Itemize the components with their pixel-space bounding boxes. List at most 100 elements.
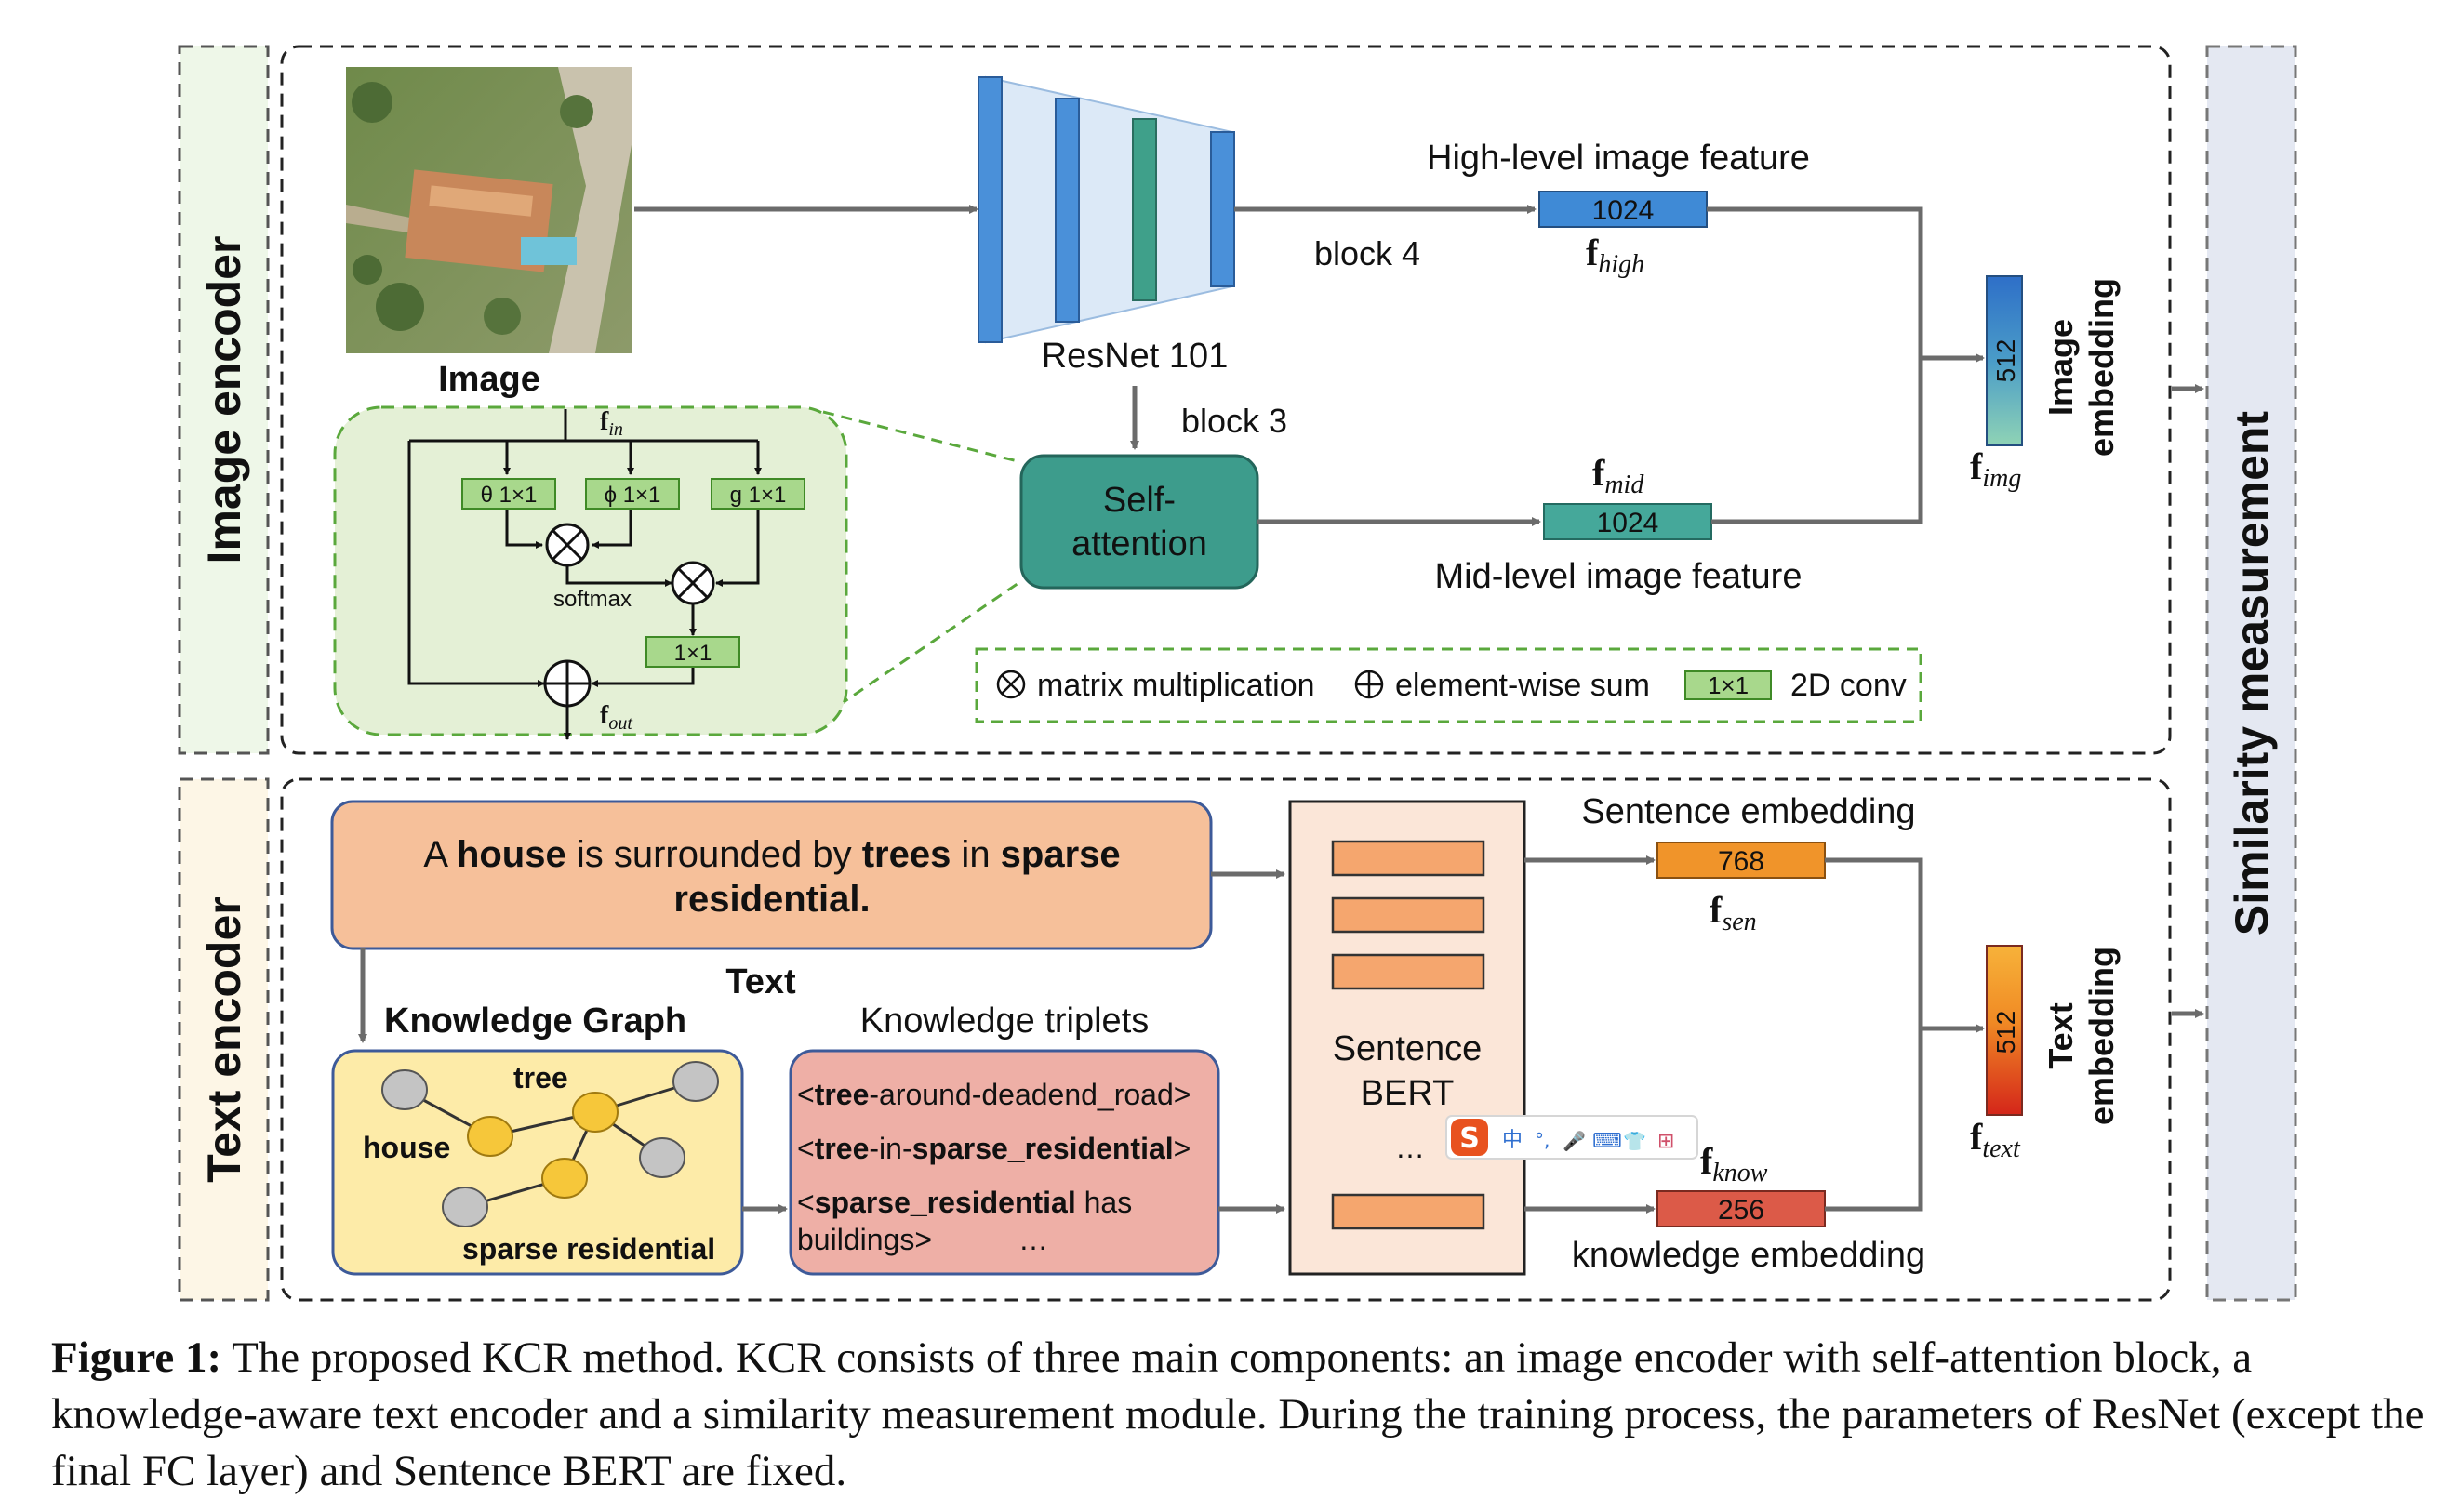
kg-node-gray (381, 1069, 428, 1110)
triplet-2: <tree-in-sparse_residential> (797, 1132, 1191, 1165)
bert-slot (1331, 1193, 1485, 1230)
sentence-emb-dim: 768 (1718, 846, 1764, 877)
legend-box (975, 647, 1922, 723)
image-label: Image (438, 360, 540, 399)
mid-feature-dim: 1024 (1597, 508, 1659, 538)
sentence-part: house (457, 834, 566, 875)
sentence-part: in (951, 834, 1000, 875)
conv-g-box (711, 478, 805, 510)
kg-node-house (467, 1116, 513, 1157)
triplets-box (789, 1049, 1220, 1276)
image-embedding-dim: 512 (1991, 339, 2020, 383)
kg-title: Knowledge Graph (384, 1001, 686, 1041)
knowledge-emb-title: knowledge embedding (1572, 1236, 1925, 1275)
block4-label: block 4 (1314, 234, 1420, 272)
ime-logo-letter: S (1459, 1122, 1480, 1155)
line-mid-to-merge (1711, 358, 1923, 524)
f-high-symbol: fhigh (1586, 232, 1644, 279)
kg-node-gray (672, 1061, 719, 1102)
conv-out-label: 1×1 (674, 641, 712, 666)
detail-connector-bottom (822, 579, 1022, 718)
line-sen-to-merge (1825, 857, 1923, 1028)
legend-sum-icon (1354, 670, 1384, 699)
ime-tools-icon[interactable]: ⊞ (1657, 1130, 1674, 1153)
f-img-symbol: fimg (1970, 445, 2021, 493)
legend-sum-label: element-wise sum (1395, 668, 1650, 703)
resnet-layer-2 (1055, 98, 1080, 323)
bert-label-line2: BERT (1361, 1074, 1455, 1113)
image-embedding-label-line1: Image (2042, 319, 2080, 416)
caption-text: The proposed KCR method. KCR consists of… (51, 1333, 2425, 1495)
sentence-part: trees (862, 834, 951, 875)
kg-node-label-tree: tree (513, 1061, 568, 1094)
line-know-to-merge (1825, 1028, 1923, 1212)
high-feature-box (1538, 191, 1708, 228)
bert-slot (1331, 896, 1485, 934)
bert-slot (1331, 840, 1485, 877)
knowledge-emb-dim: 256 (1718, 1195, 1764, 1226)
f-mid-symbol: fmid (1592, 452, 1644, 499)
resnet-layer-1 (978, 76, 1003, 343)
text-embedding-label-line2: embedding (2082, 947, 2121, 1125)
kg-node-label-house: house (363, 1131, 450, 1164)
knowledge-emb-box (1656, 1190, 1826, 1227)
kg-node-gray (639, 1137, 685, 1178)
image-encoder-section-label: Image encoder (198, 236, 250, 564)
text-embedding-dim: 512 (1991, 1011, 2020, 1054)
sentence-box (330, 800, 1213, 950)
ime-logo-icon[interactable] (1451, 1119, 1488, 1156)
line-high-to-merge (1707, 206, 1923, 358)
similarity-box (2205, 45, 2297, 1302)
text-encoder-label-box (178, 777, 270, 1302)
triplet-3-line2: buildings> (797, 1223, 932, 1256)
ime-keyboard-icon[interactable]: ⌨ (1592, 1130, 1622, 1153)
mid-feature-title: Mid-level image feature (1435, 557, 1803, 596)
text-label: Text (725, 962, 796, 1001)
legend-conv-box (1684, 670, 1772, 700)
similarity-section-label: Similarity measurement (2226, 411, 2278, 935)
conv-theta-label: θ 1×1 (481, 483, 538, 508)
triplet-3: <sparse_residential has (797, 1186, 1132, 1219)
resnet-layer-4 (1210, 131, 1235, 287)
sentence-part: sparse (1001, 834, 1121, 875)
ime-skin-icon[interactable]: 👕 (1623, 1130, 1646, 1152)
legend-conv-label: 2D conv (1790, 668, 1907, 703)
self-attention-block (1019, 454, 1259, 590)
ime-microphone-icon[interactable]: 🎤 (1563, 1130, 1586, 1152)
sentence-line2: residential. (673, 879, 870, 920)
high-feature-dim: 1024 (1592, 195, 1655, 226)
figure-caption: Figure 1: The proposed KCR method. KCR c… (51, 1330, 2432, 1500)
block3-label: block 3 (1181, 402, 1287, 440)
aerial-image (346, 67, 632, 353)
text-encoder-section-label: Text encoder (198, 896, 250, 1183)
kg-node-label-sparse-residential: sparse residential (462, 1232, 715, 1266)
ime-toolbar[interactable]: S 中 °, 🎤 ⌨ 👕 ⊞ (1445, 1115, 1698, 1160)
attention-detail-graph (407, 409, 762, 740)
sentence-emb-title: Sentence embedding (1581, 792, 1915, 831)
conv-theta-box (461, 478, 556, 510)
conv-phi-box (585, 478, 680, 510)
kg-node-tree (572, 1092, 619, 1133)
f-sen-symbol: fsen (1710, 889, 1757, 936)
triplets-title: Knowledge triplets (860, 1001, 1150, 1041)
ime-chinese-mode-icon[interactable]: 中 (1502, 1129, 1523, 1152)
kg-node-gray (442, 1187, 488, 1227)
elementwise-sum-icon (543, 659, 592, 708)
self-attention-label-line2: attention (1071, 524, 1207, 564)
legend-matrix-mult-label: matrix multiplication (1037, 668, 1315, 703)
bert-slot (1331, 953, 1485, 990)
ime-punctuation-icon[interactable]: °, (1535, 1129, 1550, 1151)
f-out-symbol: fout (600, 701, 632, 734)
caption-figure-label: Figure 1: (51, 1333, 222, 1382)
kg-node-sparse-residential (541, 1158, 588, 1199)
image-embedding-bar (1986, 275, 2023, 446)
matrix-mult-icon (671, 561, 715, 605)
detail-connector-top (822, 410, 1022, 464)
triplets-ellipsis: … (1018, 1223, 1048, 1256)
sentence-line1: A house is surrounded by trees in sparse (423, 834, 1120, 875)
softmax-label: softmax (553, 587, 632, 612)
self-attention-label-line1: Self- (1103, 481, 1176, 520)
text-embedding-bar (1986, 945, 2023, 1116)
bert-label-line1: Sentence (1333, 1029, 1483, 1068)
